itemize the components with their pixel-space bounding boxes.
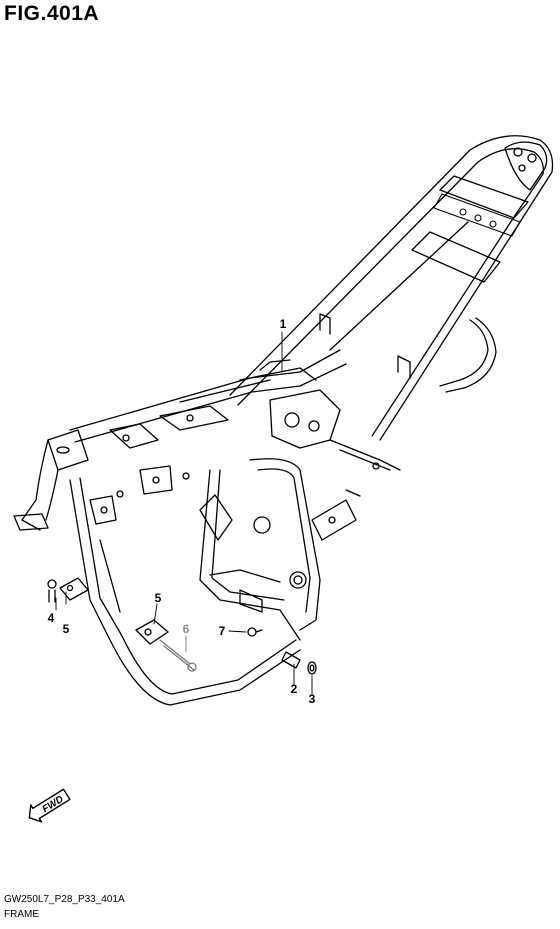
figure-title: FIG.401A — [4, 2, 100, 25]
front-down-tubes — [69, 477, 301, 706]
engine-cradle — [199, 458, 321, 641]
bolt-6 — [159, 639, 197, 672]
callout-3: 3 — [308, 692, 316, 706]
pivot-mounts — [199, 494, 307, 613]
fwd-arrow-icon: FWD — [28, 788, 71, 823]
bolt-2 — [281, 651, 301, 669]
callout-4: 4 — [47, 611, 55, 625]
cross-plate — [433, 193, 521, 237]
main-backbone — [69, 349, 347, 443]
engine-mount-plate-left — [59, 577, 89, 601]
right-rear-tube — [311, 439, 401, 541]
callout-6: 6 — [182, 622, 190, 636]
side-hooks — [319, 313, 497, 393]
callout-2: 2 — [290, 682, 298, 696]
head-brackets — [89, 405, 229, 525]
bolt-7 — [247, 627, 263, 637]
callout-5-left: 5 — [62, 622, 70, 636]
callout-leaders — [55, 331, 313, 695]
bolt-4 — [47, 579, 57, 603]
diagram-code: GW250L7_P28_P33_401A — [4, 894, 125, 905]
engine-mount-plate-right — [135, 619, 169, 645]
diagram-name: FRAME — [4, 909, 39, 920]
callout-1: 1 — [279, 317, 287, 331]
callout-5-right: 5 — [154, 591, 162, 605]
rear-mount-plate — [504, 141, 548, 191]
rear-seat-rail — [229, 135, 554, 441]
callout-7: 7 — [218, 624, 226, 638]
washer-3 — [307, 661, 317, 675]
steering-head — [13, 429, 89, 531]
